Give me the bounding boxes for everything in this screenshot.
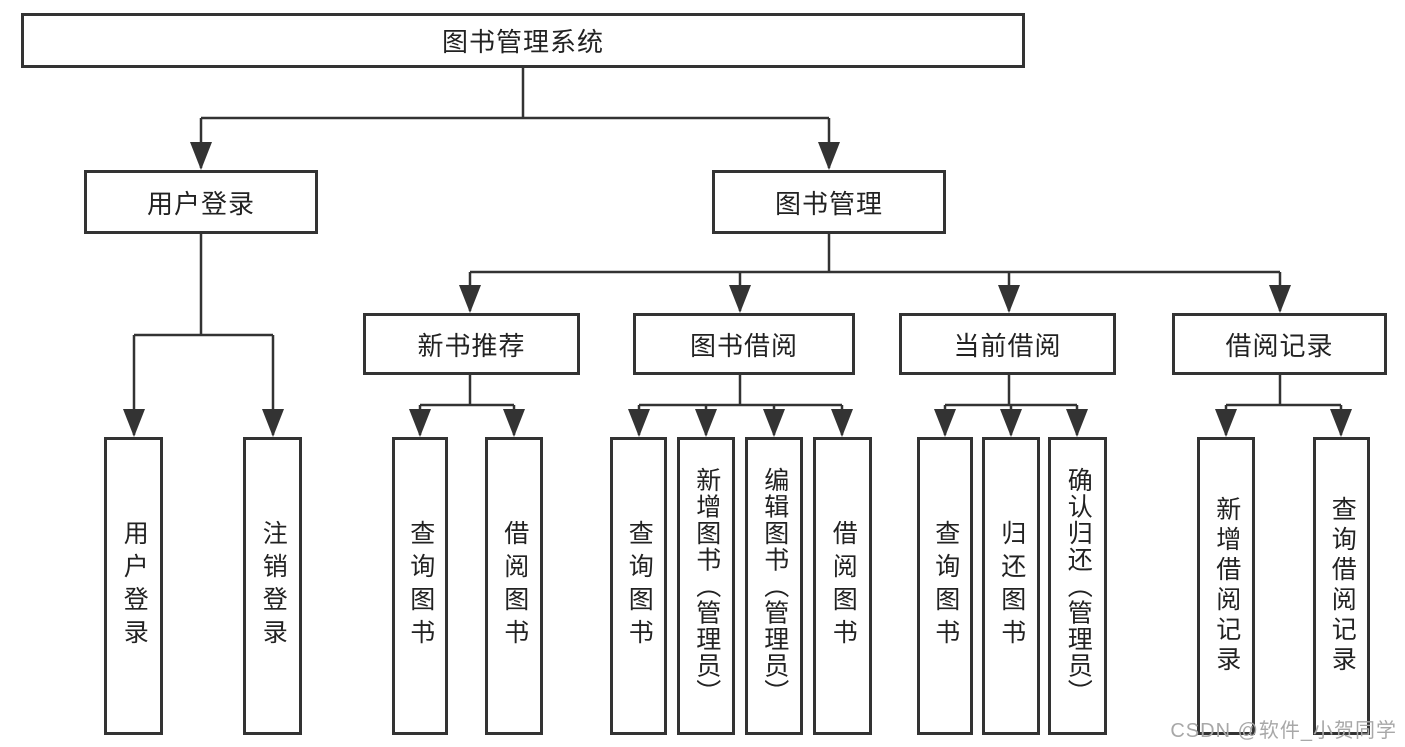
node-label: 编辑图书（管理员）	[760, 466, 789, 706]
leaf-confirm-return-admin: 确认归还（管理员）	[1048, 437, 1107, 735]
leaf-logout: 注销登录	[243, 437, 302, 735]
leaf-query-books-current: 查询图书	[917, 437, 973, 735]
csdn-watermark: CSDN @软件_小贺同学	[1170, 720, 1397, 742]
leaf-add-book-admin: 新增图书（管理员）	[677, 437, 735, 735]
node-current-borrowing: 当前借阅	[899, 313, 1116, 375]
node-label: 用户登录	[120, 520, 149, 652]
node-label: 归还图书	[997, 520, 1026, 652]
node-label: 查询图书	[625, 520, 654, 652]
node-label: 查询图书	[406, 520, 435, 652]
leaf-borrow-books-borrow: 借阅图书	[813, 437, 872, 735]
leaf-borrow-books-recommend: 借阅图书	[485, 437, 543, 735]
node-label: 图书管理	[774, 188, 883, 219]
node-label: 图书管理系统	[441, 27, 604, 57]
node-label: 借阅记录	[1225, 330, 1334, 361]
node-label: 新书推荐	[417, 330, 526, 361]
leaf-add-borrow-record: 新增借阅记录	[1197, 437, 1255, 735]
node-label: 确认归还（管理员）	[1064, 466, 1093, 706]
node-label: 新增借阅记录	[1212, 496, 1241, 676]
node-new-book-recommendation: 新书推荐	[363, 313, 580, 375]
node-book-borrowing: 图书借阅	[633, 313, 855, 375]
node-label: 查询借阅记录	[1328, 496, 1357, 676]
node-label: 用户登录	[146, 188, 255, 219]
node-borrowing-records: 借阅记录	[1172, 313, 1387, 375]
leaf-query-borrow-record: 查询借阅记录	[1313, 437, 1370, 735]
node-label: 注销登录	[259, 520, 288, 652]
node-book-management: 图书管理	[712, 170, 946, 234]
leaf-edit-book-admin: 编辑图书（管理员）	[745, 437, 803, 735]
node-label: 当前借阅	[953, 330, 1062, 361]
leaf-return-books: 归还图书	[982, 437, 1040, 735]
node-label: 借阅图书	[829, 520, 858, 652]
node-label: 图书借阅	[689, 330, 798, 361]
leaf-query-books-recommend: 查询图书	[392, 437, 448, 735]
node-label: 借阅图书	[500, 520, 529, 652]
node-library-management-system: 图书管理系统	[21, 13, 1025, 68]
leaf-user-login: 用户登录	[104, 437, 163, 735]
node-label: 查询图书	[931, 520, 960, 652]
node-label: 新增图书（管理员）	[692, 466, 721, 706]
node-user-login: 用户登录	[84, 170, 318, 234]
leaf-query-books-borrow: 查询图书	[610, 437, 667, 735]
